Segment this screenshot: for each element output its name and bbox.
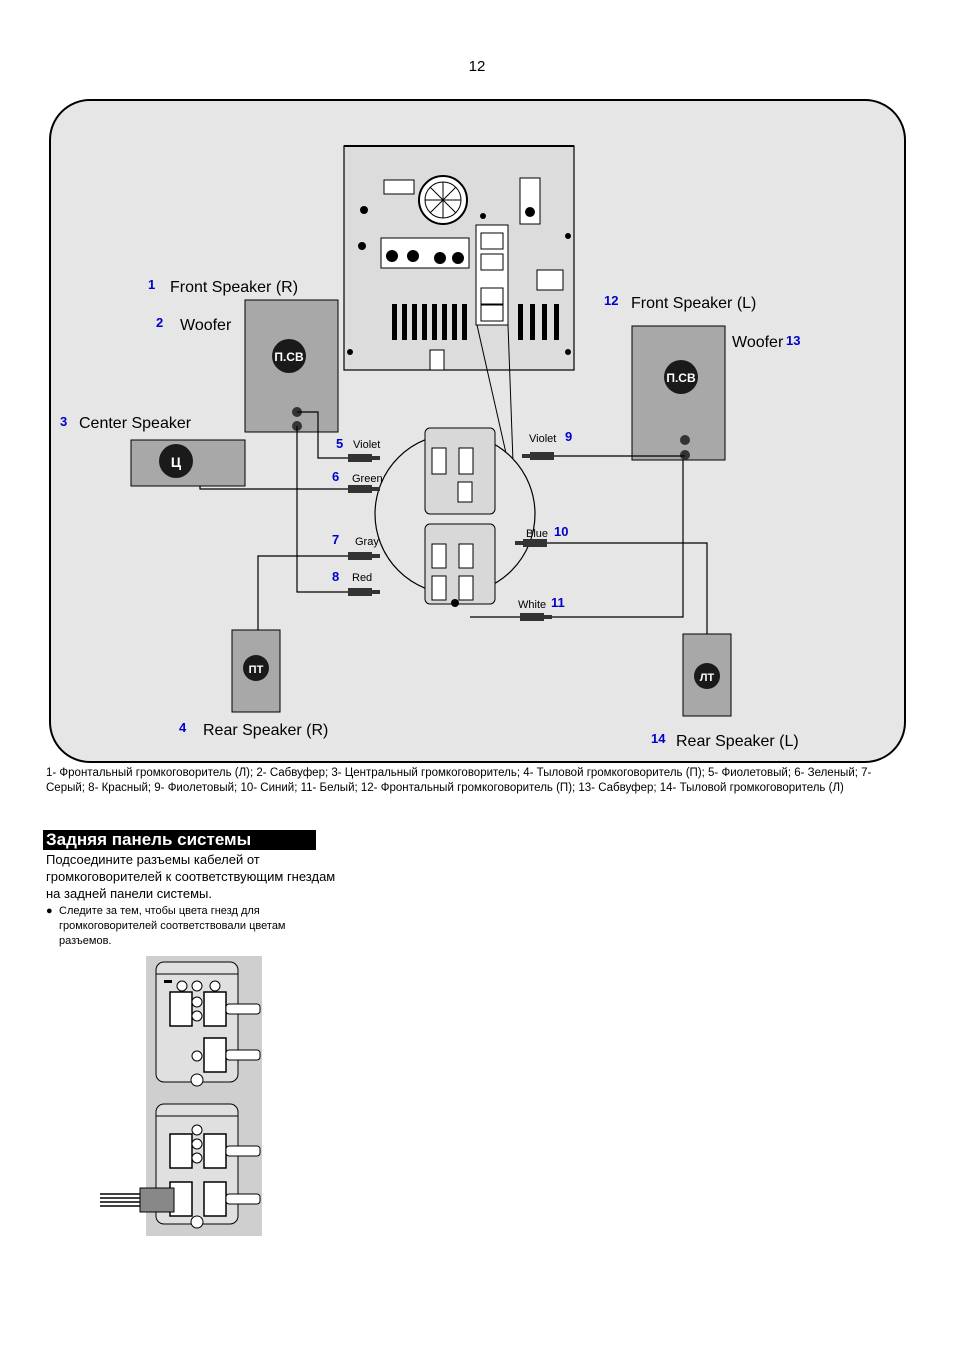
wire-7-number: 7 [332, 532, 339, 547]
label-13-number: 13 [786, 333, 800, 348]
wire-10-number: 10 [554, 524, 568, 539]
terminal-magnifier [374, 427, 536, 607]
wire-9-number: 9 [565, 429, 572, 444]
bullet-icon: ● [46, 905, 53, 917]
rear-speaker-r-badge: ПТ [249, 664, 264, 676]
rear-speaker-l-badge: ЛТ [700, 672, 715, 684]
instructions: Подсоедините разъемы кабелей от громкого… [46, 852, 336, 901]
main-unit-rear-panel [343, 145, 575, 371]
wire-11-number: 11 [551, 595, 565, 610]
wiring-diagram: П.СВ Ц П.СВ ПТ ЛТ 1 Front Speaker (R) 2 … [49, 99, 906, 763]
label-3-number: 3 [60, 414, 67, 429]
label-4-number: 4 [179, 720, 187, 735]
label-2-number: 2 [156, 315, 163, 330]
front-speaker-l-badge: П.СВ [666, 371, 696, 385]
section-heading: Задняя панель системы [43, 830, 316, 850]
page-number: 12 [468, 58, 486, 75]
wire-7-color: Gray [355, 536, 379, 548]
label-14-text: Rear Speaker (L) [676, 733, 799, 750]
caption: 1- Фронтальный громкоговоритель (Л); 2- … [46, 767, 872, 794]
wire-10-color: Blue [526, 528, 548, 540]
wire-8-number: 8 [332, 569, 339, 584]
front-speaker-r-badge: П.СВ [274, 350, 304, 364]
label-1-text: Front Speaker (R) [170, 279, 298, 296]
label-12-text: Front Speaker (L) [631, 295, 756, 312]
label-13-text: Woofer [732, 334, 784, 351]
rear-panel-terminals-illustration [100, 956, 262, 1236]
bullet-text: Следите за тем, чтобы цвета гнезд для гр… [59, 905, 286, 947]
center-speaker-badge: Ц [171, 454, 182, 470]
label-14-number: 14 [651, 731, 666, 746]
wire-6-color: Green [352, 473, 383, 485]
wire-6-number: 6 [332, 469, 339, 484]
label-1-number: 1 [148, 277, 155, 292]
wire-5-number: 5 [336, 436, 343, 451]
wire-9-color: Violet [529, 433, 556, 445]
wire-8-color: Red [352, 572, 372, 584]
wire-11-color: White [518, 599, 546, 611]
wire-5-color: Violet [353, 439, 380, 451]
label-12-number: 12 [604, 293, 618, 308]
label-4-text: Rear Speaker (R) [203, 722, 328, 739]
label-3-text: Center Speaker [79, 415, 192, 432]
label-2-text: Woofer [180, 317, 232, 334]
